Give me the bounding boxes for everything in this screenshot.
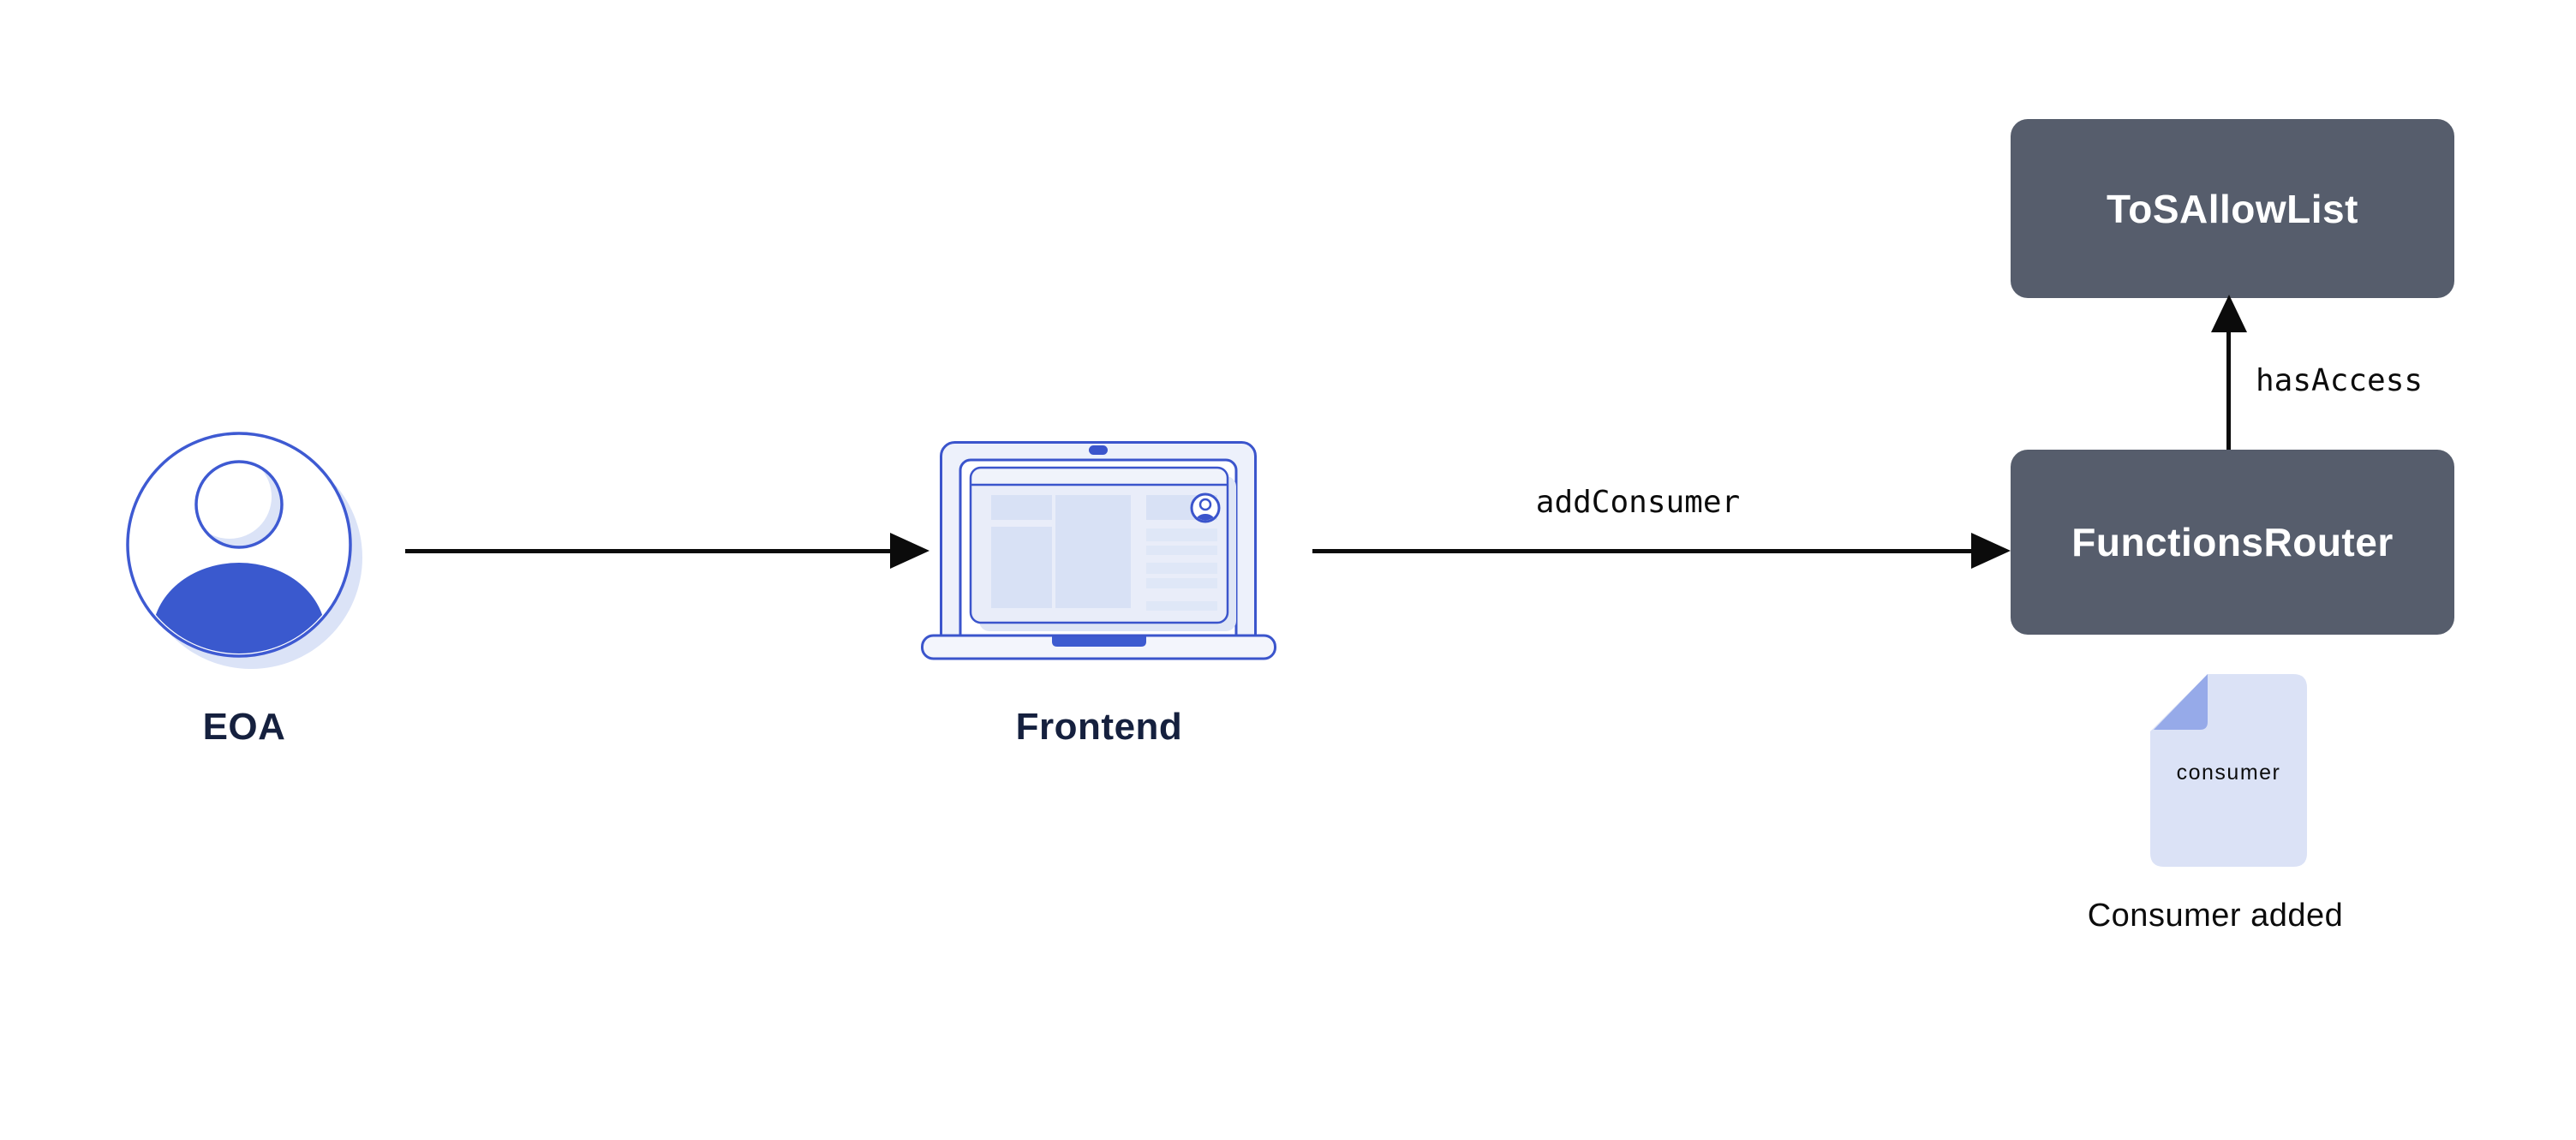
- document-icon: [2142, 668, 2322, 878]
- consumer-file-text: consumer: [2176, 761, 2281, 785]
- eoa-node-label: EOA: [202, 706, 286, 748]
- arrow-line: [405, 549, 894, 553]
- arrow-line-vertical: [2226, 331, 2231, 450]
- user-avatar-icon: [126, 432, 362, 669]
- functions-router-label: FunctionsRouter: [2071, 520, 2394, 564]
- consumer-added-caption: Consumer added: [2087, 898, 2344, 934]
- arrowhead-up-icon: [2211, 295, 2247, 332]
- node-tos-allow-list: ToSAllowList: [2011, 119, 2454, 298]
- laptop-icon: [921, 441, 1276, 660]
- arrowhead-right-icon: [890, 533, 929, 569]
- node-eoa: [120, 418, 377, 683]
- node-functions-router: FunctionsRouter: [2011, 450, 2454, 635]
- arrow-line: [1312, 549, 1975, 553]
- arrowhead-right-icon: [1971, 533, 2011, 569]
- hasaccess-edge-label: hasAccess: [2256, 363, 2424, 398]
- node-frontend: [921, 437, 1276, 661]
- tos-allow-list-label: ToSAllowList: [2107, 186, 2358, 231]
- addconsumer-edge-label: addConsumer: [1535, 485, 1741, 520]
- frontend-node-label: Frontend: [1015, 706, 1183, 748]
